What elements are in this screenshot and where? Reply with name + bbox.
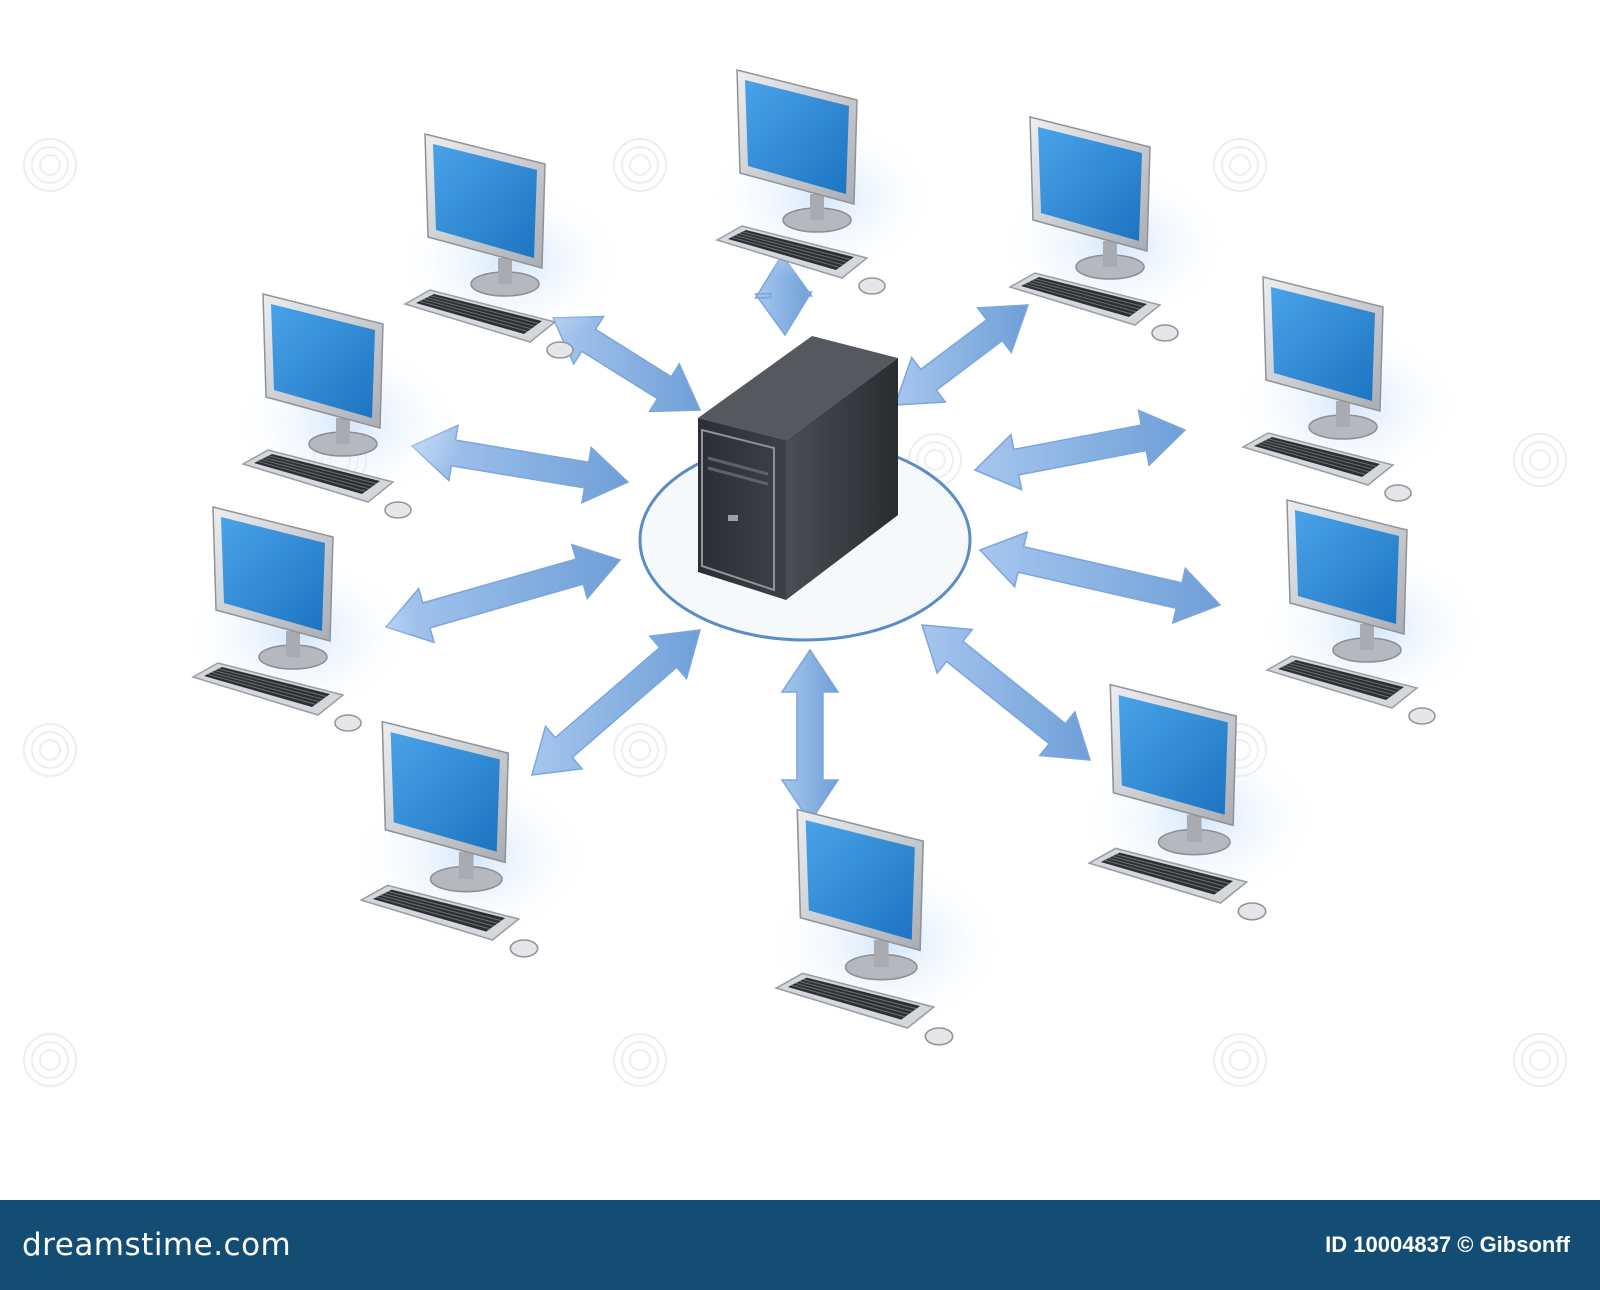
client-workstation-icon (1228, 276, 1468, 502)
link-arrow (893, 304, 1030, 406)
link-arrow (920, 624, 1092, 761)
spiral-watermark-icon (23, 1033, 77, 1087)
client-workstation-icon (760, 808, 1013, 1046)
link-arrow (384, 543, 622, 644)
spiral-watermark-icon (23, 723, 77, 777)
spiral-watermark-icon (1213, 138, 1267, 192)
client-workstation-icon (995, 116, 1235, 342)
link-arrow (780, 648, 840, 824)
spiral-watermark-icon (23, 138, 77, 192)
client-workstation-icon (1073, 683, 1326, 921)
spiral-watermark-icon (1513, 1033, 1567, 1087)
spiral-watermark-icon (613, 138, 667, 192)
link-arrow (530, 629, 702, 776)
spiral-watermark-icon (1513, 433, 1567, 487)
link-arrow (973, 409, 1187, 491)
image-id-credit: ID 10004837 © Gibsonff (1325, 1232, 1570, 1257)
footer-bar: dreamstime.com ID 10004837 © Gibsonff (0, 1200, 1600, 1290)
link-arrow (978, 530, 1222, 625)
spiral-watermark-icon (613, 723, 667, 777)
client-workstation-icon (1252, 499, 1492, 725)
client-workstation-icon (178, 506, 418, 732)
client-workstation-icon (702, 69, 942, 295)
server-tower-icon (698, 336, 898, 600)
brand-logo-text[interactable]: dreamstime.com (22, 1227, 292, 1263)
client-workstation-icon (345, 720, 598, 958)
spiral-watermark-icon (613, 1033, 667, 1087)
client-workstation-icon (390, 133, 630, 359)
network-diagram (23, 69, 1567, 1087)
client-workstation-icon (228, 293, 468, 519)
spiral-watermark-icon (1213, 1033, 1267, 1087)
